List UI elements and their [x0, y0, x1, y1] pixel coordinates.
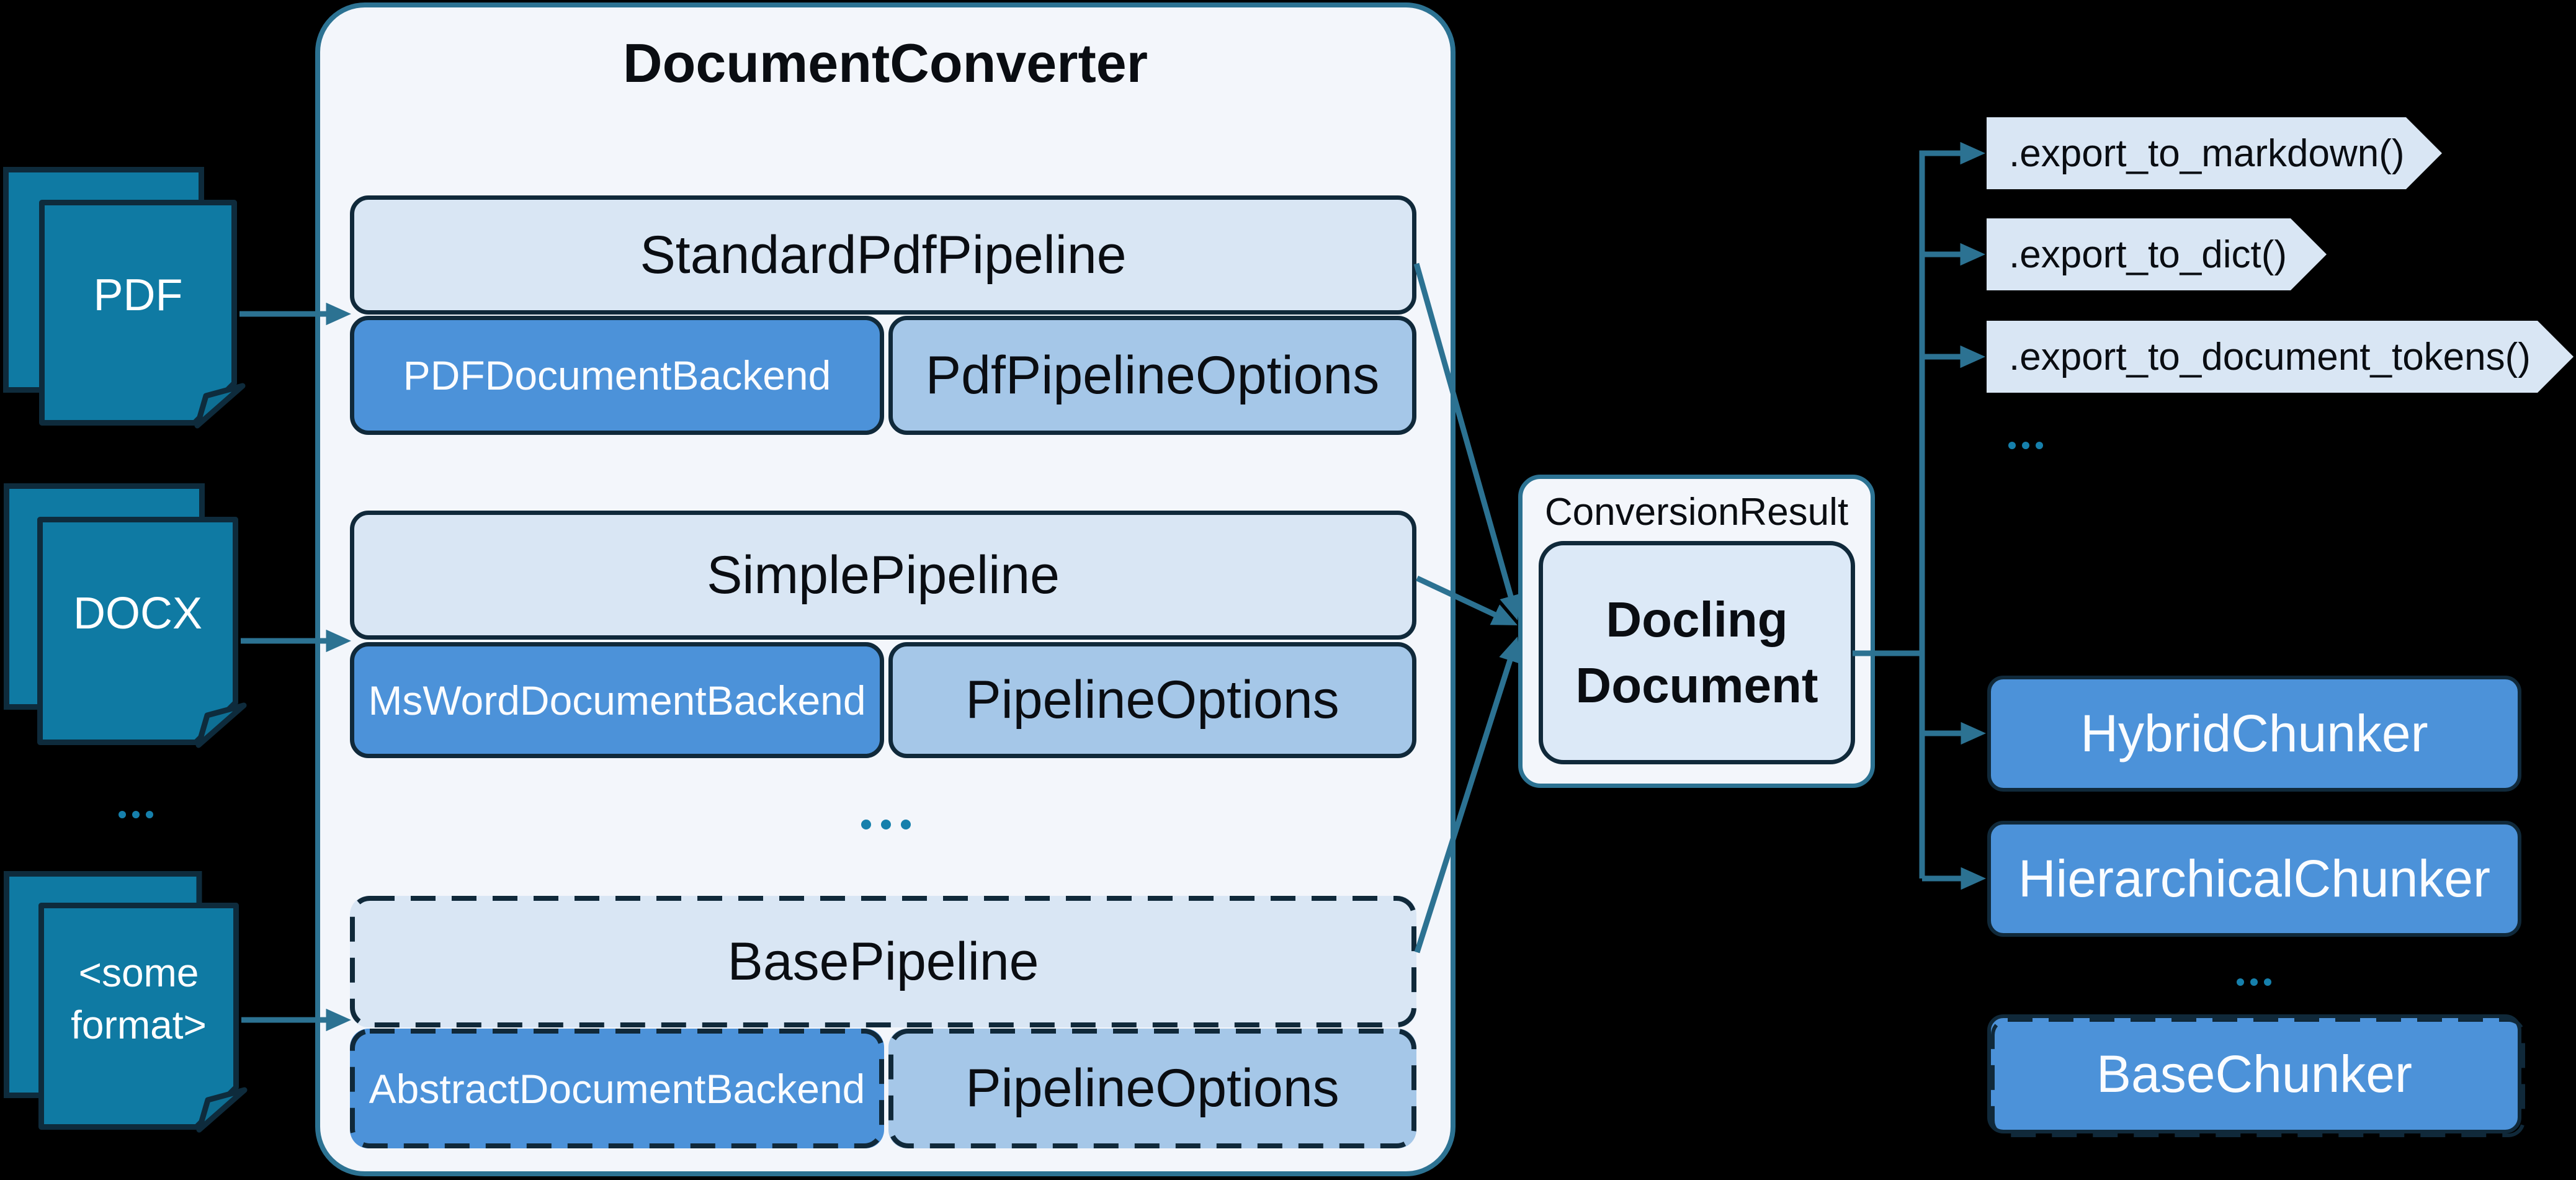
- ellipsis-dot: [2250, 978, 2258, 986]
- pdf-pipeline-options-box: PdfPipelineOptions: [888, 316, 1416, 435]
- export-to-markdown-label: .export_to_markdown(): [2009, 132, 2405, 175]
- exports-ellipsis: [2008, 442, 2043, 449]
- ellipsis-dot: [2264, 978, 2271, 986]
- ellipsis-dot: [119, 811, 126, 818]
- pdf-pipeline-options-label: PdfPipelineOptions: [925, 345, 1380, 405]
- pipeline-options-label: PipelineOptions: [965, 670, 1339, 730]
- ellipsis-dot: [146, 811, 153, 818]
- abstract-document-backend-label: AbstractDocumentBackend: [369, 1065, 865, 1112]
- pdf-document-backend-label: PDFDocumentBackend: [403, 352, 831, 398]
- document-converter-title: DocumentConverter: [623, 32, 1148, 94]
- simple-pipeline-box: SimplePipeline: [350, 511, 1416, 640]
- base-pipeline-options-label: PipelineOptions: [965, 1058, 1339, 1118]
- base-chunker-box: BaseChunker: [1987, 1014, 2525, 1137]
- ellipsis-dot: [132, 811, 140, 818]
- chunkers-ellipsis: [2237, 978, 2271, 986]
- abstract-document-backend-box: AbstractDocumentBackend: [350, 1029, 884, 1148]
- inputs-ellipsis: [119, 811, 153, 818]
- docling-document-label: Docling Document: [1575, 592, 1818, 713]
- hybrid-chunker-label: HybridChunker: [2080, 704, 2428, 762]
- folded-corner-shape: [196, 1087, 248, 1133]
- ellipsis-dot: [881, 820, 891, 829]
- hierarchical-chunker-label: HierarchicalChunker: [2018, 849, 2490, 908]
- folded-corner-shape: [195, 702, 247, 748]
- converter-ellipsis: [861, 820, 911, 829]
- folded-corner-shape: [194, 383, 246, 429]
- base-pipeline-label: BasePipeline: [727, 931, 1039, 991]
- export-to-document-tokens-banner: .export_to_document_tokens(): [1987, 321, 2574, 393]
- ellipsis-dot: [2008, 442, 2016, 449]
- docx-documents-icon: [4, 483, 247, 748]
- msword-document-backend-box: MsWordDocumentBackend: [350, 642, 884, 758]
- conversion-result-label: ConversionResult: [1544, 490, 1849, 534]
- ellipsis-dot: [2237, 978, 2244, 986]
- pdf-label: PDF: [93, 270, 183, 320]
- export-to-dict-label: .export_to_dict(): [2009, 233, 2287, 276]
- pdf-documents-icon: [3, 167, 246, 429]
- msword-document-backend-label: MsWordDocumentBackend: [368, 677, 866, 723]
- ellipsis-dot: [901, 820, 911, 829]
- some-format-documents-icon: [4, 871, 248, 1133]
- base-chunker-label: BaseChunker: [2096, 1044, 2412, 1103]
- base-pipeline-box: BasePipeline: [350, 896, 1416, 1027]
- some-format-label: <some format>: [71, 950, 207, 1047]
- hybrid-chunker-box: HybridChunker: [1987, 676, 2521, 792]
- ellipsis-dot: [861, 820, 871, 829]
- export-to-dict-banner: .export_to_dict(): [1987, 218, 2327, 290]
- hierarchical-chunker-box: HierarchicalChunker: [1987, 821, 2521, 937]
- simple-pipeline-label: SimplePipeline: [707, 545, 1060, 605]
- export-to-markdown-banner: .export_to_markdown(): [1987, 117, 2442, 189]
- base-pipeline-options-box: PipelineOptions: [888, 1029, 1416, 1148]
- standard-pdf-pipeline-box: StandardPdfPipeline: [350, 195, 1416, 315]
- ellipsis-dot: [2036, 442, 2043, 449]
- ellipsis-dot: [2022, 442, 2029, 449]
- standard-pdf-pipeline-label: StandardPdfPipeline: [640, 225, 1127, 285]
- export-to-document-tokens-label: .export_to_document_tokens(): [2009, 335, 2531, 378]
- docx-label: DOCX: [73, 589, 203, 638]
- docling-document-box: Docling Document: [1539, 541, 1855, 764]
- arrow-trunk-to-export-markdown: [1919, 141, 1985, 878]
- pipeline-options-box: PipelineOptions: [888, 642, 1416, 758]
- pdf-document-backend-box: PDFDocumentBackend: [350, 316, 884, 435]
